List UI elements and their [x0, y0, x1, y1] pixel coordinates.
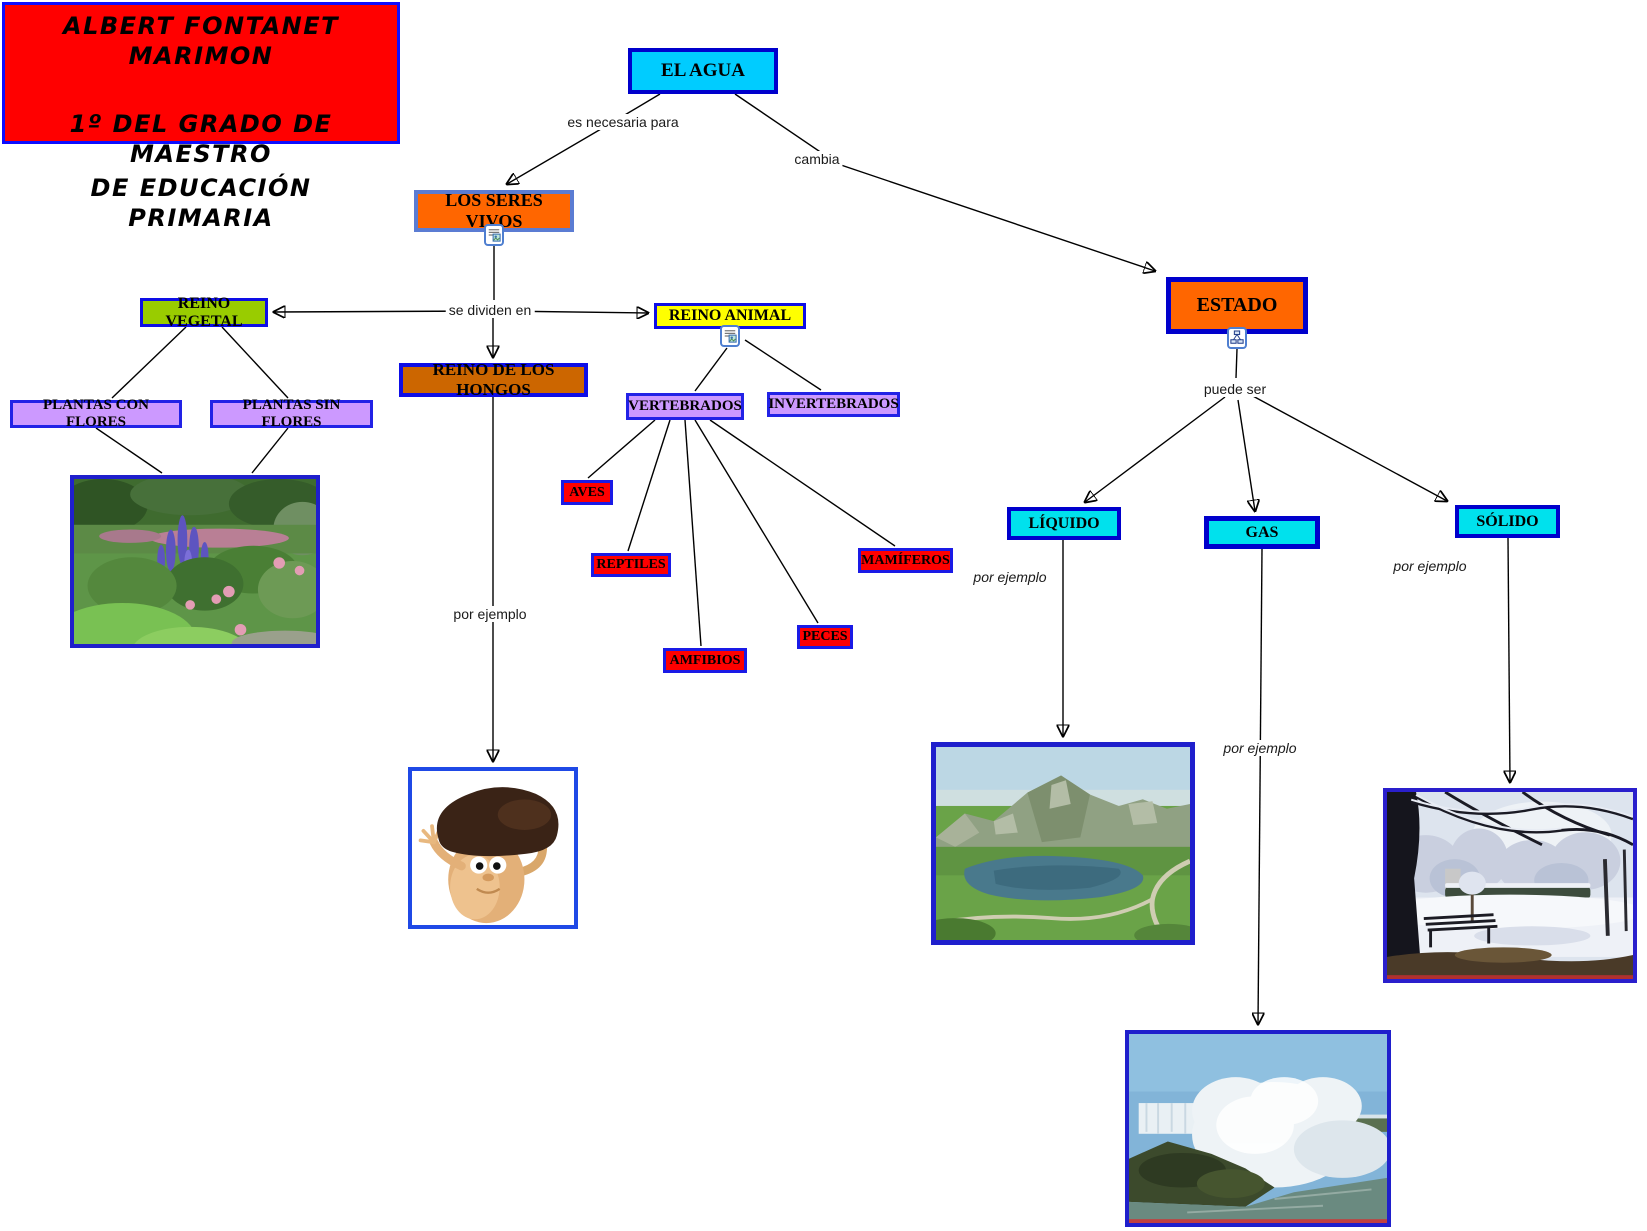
node-peces[interactable]: PECES [797, 625, 853, 649]
node-plantas-con-flores[interactable]: PLANTAS CON FLORES [10, 397, 182, 430]
linking-phrase-puede-ser[interactable]: puede ser [1200, 381, 1270, 397]
connector-vertebrados-peces [694, 419, 819, 624]
flower-garden-photo[interactable] [70, 475, 320, 648]
node-reino-vegetal[interactable]: REINO VEGETAL [140, 295, 268, 330]
node-aves[interactable]: AVES [561, 480, 613, 505]
node-mamiferos[interactable]: MAMÍFEROS [858, 548, 953, 573]
connector-vertebrados-amfibios [684, 419, 702, 647]
connector-agua-seresvivos [507, 93, 661, 184]
document-image-icon [724, 330, 737, 343]
connector-animal-invertebrados [744, 339, 822, 391]
connector-puedeser-gas [1237, 399, 1255, 511]
document-image-resource-icon[interactable] [720, 325, 740, 347]
linking-phrase-es-necesaria-para[interactable]: es necesaria para [564, 114, 682, 130]
linking-phrase-por-ejemplo-hongos[interactable]: por ejemplo [450, 606, 530, 622]
connector-puedeser-liquido [1085, 396, 1226, 502]
author-line-1: ALBERT FONTANET MARIMON [63, 12, 339, 70]
garden-illustration [74, 479, 316, 644]
mountain-lake-photo[interactable] [931, 742, 1195, 945]
node-gas[interactable]: GAS [1204, 516, 1320, 549]
linking-phrase-por-ejemplo-liquido[interactable]: por ejemplo [970, 569, 1050, 585]
connector-conflores-foto [95, 427, 163, 474]
mushroom-illustration [412, 771, 574, 925]
document-image-icon [488, 229, 501, 242]
connector-vertebrados-reptiles [627, 419, 671, 552]
linking-phrase-por-ejemplo-solido[interactable]: por ejemplo [1390, 558, 1470, 574]
document-image-resource-icon[interactable] [484, 224, 504, 246]
author-line-3: DE EDUCACIÓN PRIMARIA [90, 174, 312, 232]
node-reino-de-los-hongos[interactable]: REINO DE LOS HONGOS [399, 360, 588, 399]
linking-phrase-cambia[interactable]: cambia [791, 151, 843, 167]
node-amfibios[interactable]: AMFIBIOS [663, 648, 747, 673]
connector-gas-foto [1258, 548, 1262, 1024]
node-vertebrados[interactable]: VERTEBRADOS [626, 393, 744, 420]
node-el-agua[interactable]: EL AGUA [628, 48, 778, 94]
linking-phrase-por-ejemplo-gas[interactable]: por ejemplo [1220, 740, 1300, 756]
node-invertebrados[interactable]: INVERTEBRADOS [767, 392, 900, 417]
author-line-2: 1º DEL GRADO DE MAESTRO [69, 110, 333, 168]
author-note-box[interactable]: ALBERT FONTANET MARIMON 1º DEL GRADO DE … [2, 2, 400, 232]
node-reptiles[interactable]: REPTILES [591, 553, 671, 577]
node-plantas-sin-flores[interactable]: PLANTAS SIN FLORES [210, 397, 373, 430]
linking-phrase-se-dividen-en[interactable]: se dividen en [445, 302, 535, 318]
connector-animal-vertebrados [694, 347, 728, 392]
node-liquido[interactable]: LÍQUIDO [1007, 507, 1121, 540]
node-estado[interactable]: ESTADO [1166, 277, 1308, 334]
concept-map-resource-icon[interactable] [1227, 327, 1247, 349]
connector-vegetal-conflores [111, 326, 187, 399]
node-solido[interactable]: SÓLIDO [1455, 505, 1560, 538]
snow-illustration [1387, 792, 1633, 979]
concept-map-icon [1230, 330, 1244, 344]
connector-estado-puedeser [1235, 348, 1238, 379]
snowy-park-photo[interactable] [1383, 788, 1637, 983]
connector-vertebrados-aves [587, 419, 656, 479]
lake-illustration [936, 747, 1190, 940]
connector-sinflores-foto [251, 427, 289, 474]
connector-vegetal-sinflores [221, 326, 289, 399]
cartoon-mushroom-image[interactable] [408, 767, 578, 929]
waterfall-mist-photo[interactable] [1125, 1030, 1391, 1227]
connector-puedeser-solido [1250, 394, 1447, 501]
connector-agua-estado [734, 93, 1155, 271]
waterfall-illustration [1129, 1034, 1387, 1223]
connector-solido-foto [1508, 537, 1510, 782]
connector-vertebrados-mamiferos [709, 419, 896, 547]
